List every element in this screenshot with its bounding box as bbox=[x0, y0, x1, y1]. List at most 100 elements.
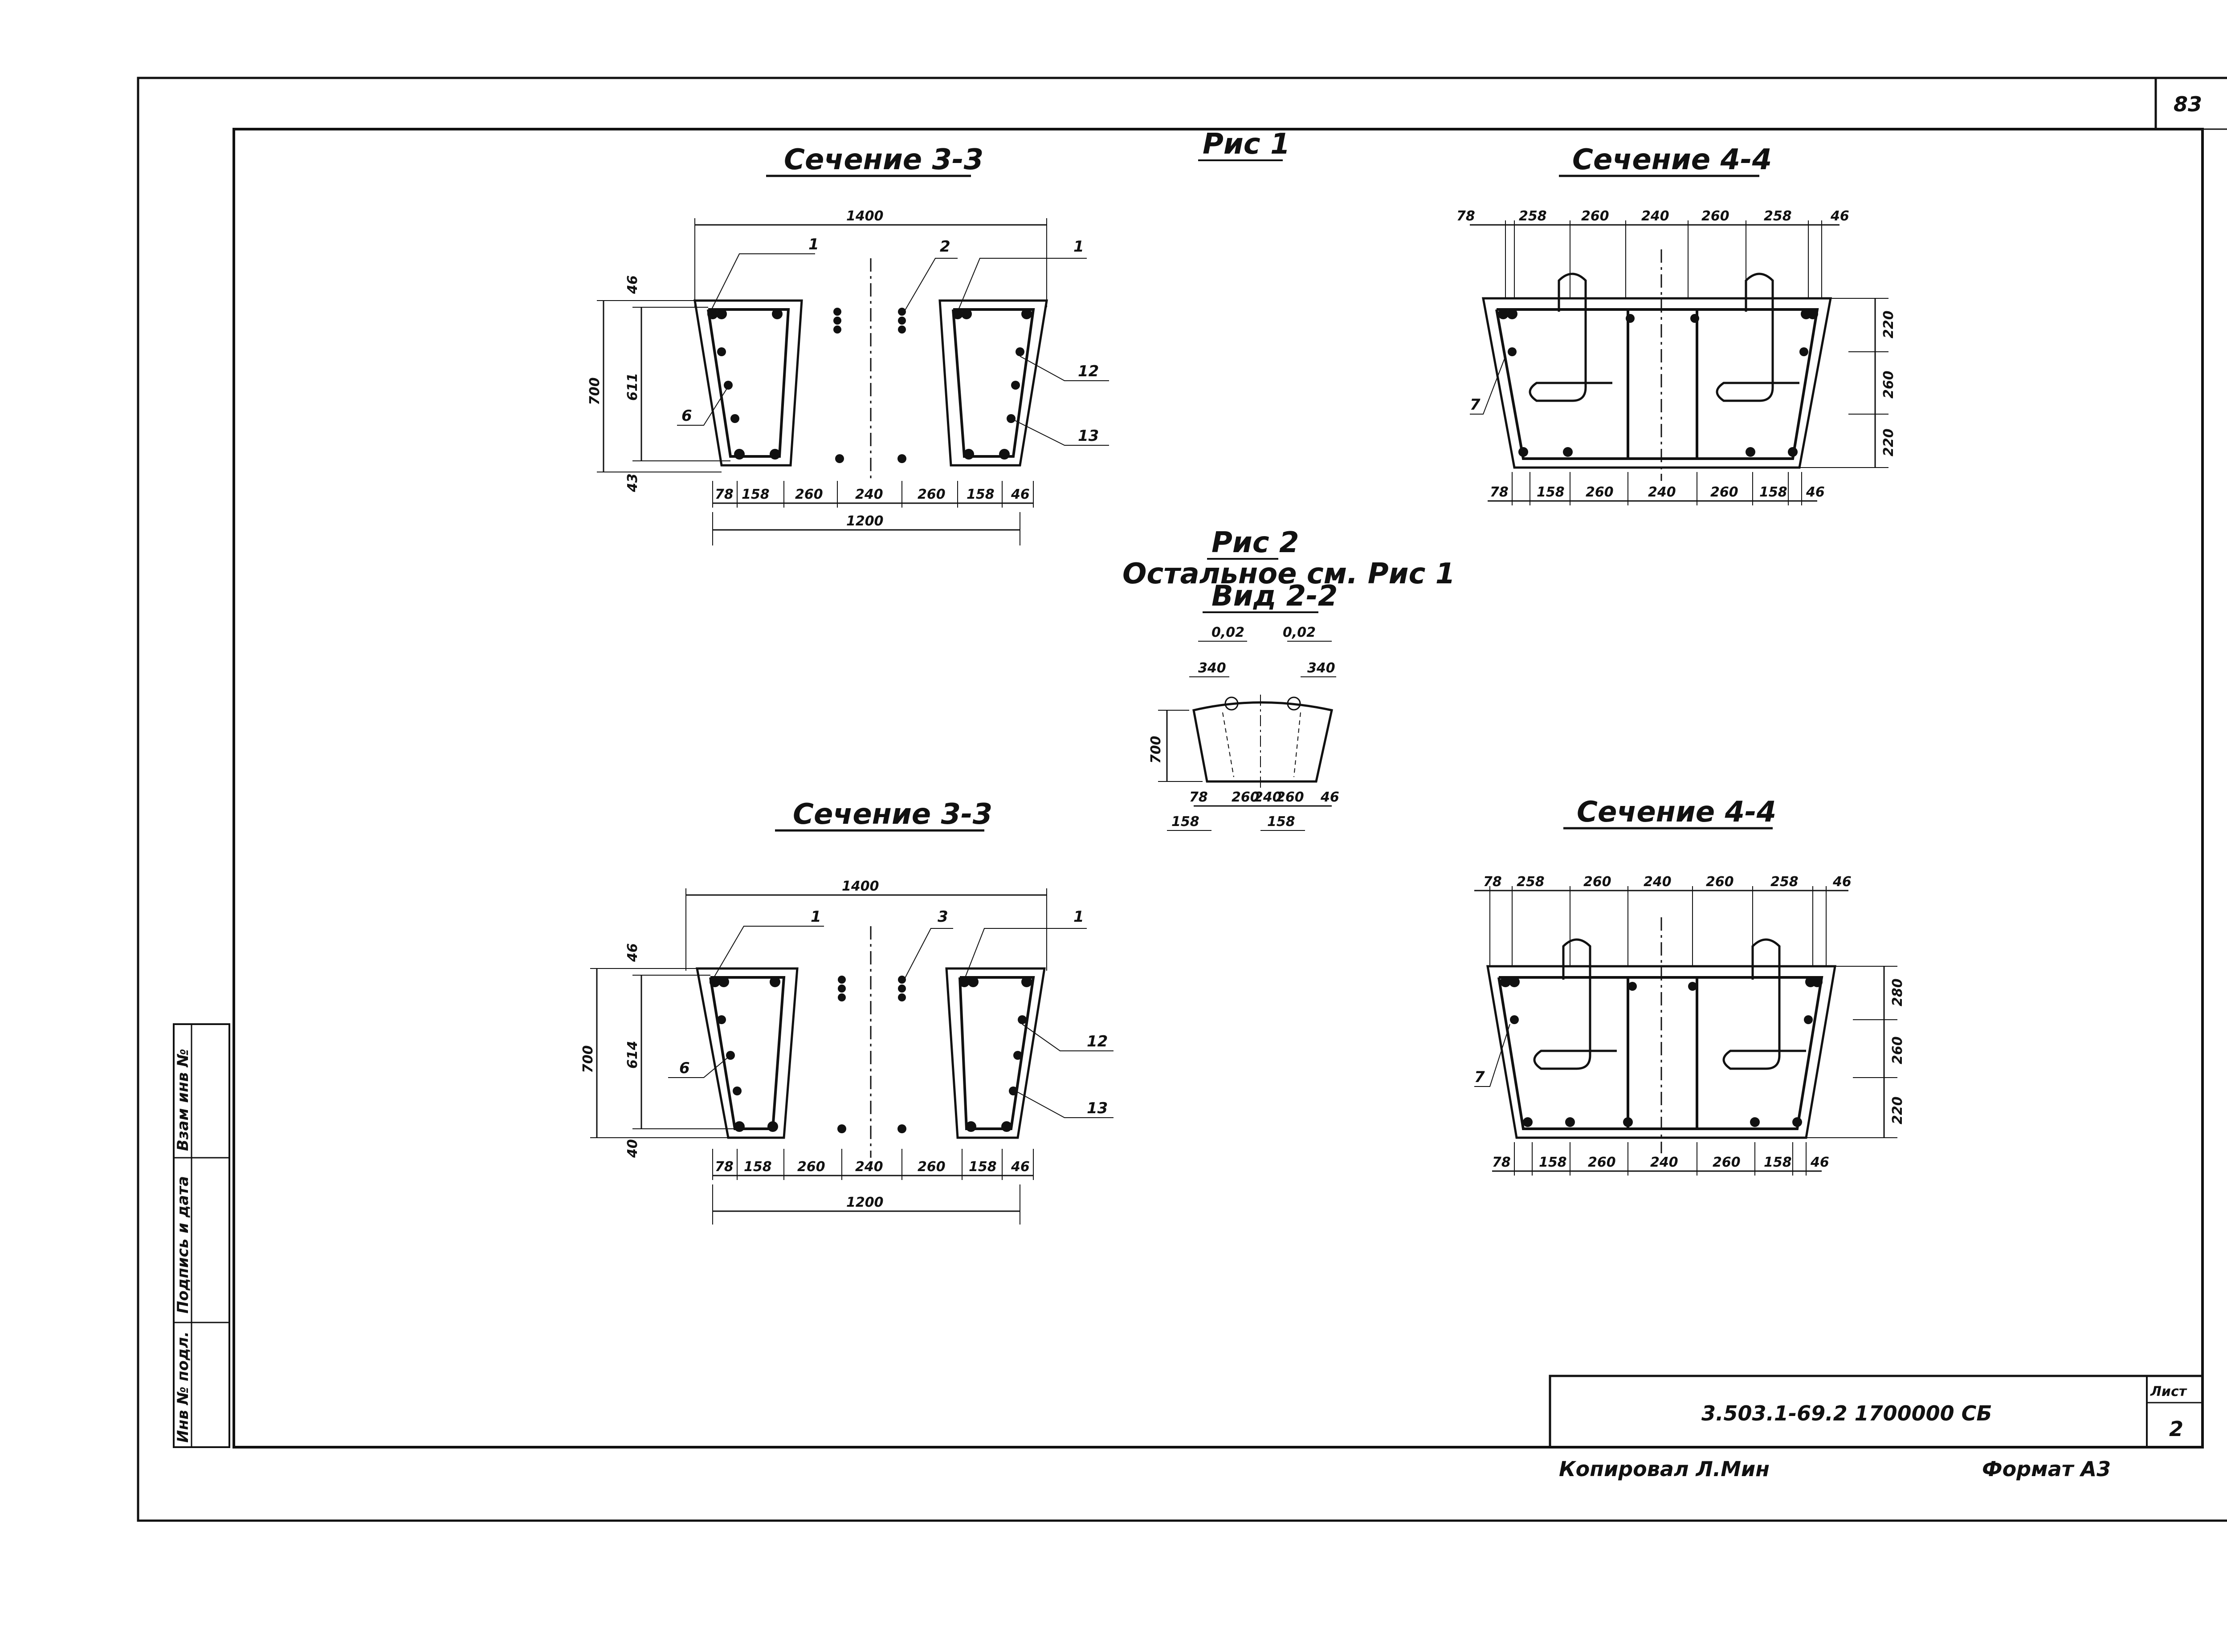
dim-sub1: 158 bbox=[1267, 814, 1295, 830]
dim-t6: 46 bbox=[1832, 874, 1852, 890]
dim-bottom: 1200 bbox=[846, 513, 884, 529]
dim-b5: 158 bbox=[969, 1159, 997, 1175]
rebar-dots bbox=[710, 976, 1032, 1133]
dim-b3: 260 bbox=[1276, 789, 1304, 805]
page-number: 83 bbox=[2174, 92, 2202, 116]
dim-t4: 260 bbox=[1701, 208, 1729, 224]
dim-t1: 258 bbox=[1519, 208, 1547, 224]
dim-b2: 260 bbox=[1586, 484, 1614, 500]
dim-t6: 46 bbox=[1830, 208, 1849, 224]
dim-b2: 260 bbox=[795, 487, 823, 502]
dim-t0: 78 bbox=[1483, 874, 1502, 890]
view-2-2: 0,02 0,02 340 340 700 78 260 240 260 46 … bbox=[1148, 625, 1339, 831]
dim-bottom: 1200 bbox=[846, 1195, 884, 1210]
dim-r0: 220 bbox=[1881, 310, 1897, 338]
section-title: Сечение 4-4 bbox=[1572, 143, 1772, 176]
dim-b3: 240 bbox=[855, 1159, 883, 1175]
dim-t5: 258 bbox=[1770, 874, 1799, 890]
dim-t1: 258 bbox=[1517, 874, 1545, 890]
callout-1-left: 1 bbox=[808, 236, 819, 253]
dim-t2: 260 bbox=[1583, 874, 1611, 890]
title-block: 3.503.1-69.2 1700000 СБ Лист 2 bbox=[1549, 1375, 2204, 1449]
side-stamp: Инв № подл. Подпись и дата Взам инв № bbox=[173, 1023, 230, 1448]
dim-r1: 260 bbox=[1890, 1036, 1905, 1064]
callout-12: 12 bbox=[1078, 362, 1099, 380]
bottom-dim-ticks bbox=[712, 481, 1034, 508]
dim-b6: 46 bbox=[1806, 484, 1825, 500]
document-code: 3.503.1-69.2 1700000 СБ bbox=[1701, 1401, 1992, 1425]
sheet-frame: 83 bbox=[137, 77, 2227, 1522]
dim-r0: 280 bbox=[1890, 978, 1905, 1006]
dim-top-right: 340 bbox=[1307, 660, 1335, 676]
callout-6: 6 bbox=[679, 1059, 690, 1077]
dim-b3: 240 bbox=[1648, 484, 1676, 500]
dim-t5: 258 bbox=[1764, 208, 1792, 224]
dim-sub0: 158 bbox=[1171, 814, 1199, 830]
dim-height: 700 bbox=[587, 377, 603, 405]
dim-r1: 260 bbox=[1881, 370, 1897, 399]
dim-b0: 78 bbox=[1492, 1155, 1511, 1170]
dim-top-offset: 46 bbox=[625, 943, 640, 962]
dim-top: 1400 bbox=[842, 879, 879, 894]
dim-b2: 260 bbox=[1588, 1155, 1616, 1170]
dim-t4: 260 bbox=[1706, 874, 1734, 890]
slope-left: 0,02 bbox=[1211, 625, 1244, 640]
dim-b1: 260 bbox=[1232, 789, 1260, 805]
dim-b5: 158 bbox=[1759, 484, 1787, 500]
dim-height: 700 bbox=[1148, 736, 1164, 764]
dim-b2: 240 bbox=[1254, 789, 1282, 805]
dim-b0: 78 bbox=[715, 1159, 734, 1175]
top-dim-ticks bbox=[1505, 220, 1822, 298]
callout-1-right: 1 bbox=[1073, 238, 1084, 256]
dim-b6: 46 bbox=[1011, 487, 1030, 502]
dim-t2: 260 bbox=[1581, 208, 1609, 224]
callout-7: 7 bbox=[1474, 1068, 1485, 1086]
dim-b2: 260 bbox=[797, 1159, 825, 1175]
dim-b1: 158 bbox=[742, 487, 770, 502]
dim-top-left: 340 bbox=[1198, 660, 1226, 676]
view22-label: Вид 2-2 bbox=[1211, 580, 1338, 613]
rebar-dots bbox=[707, 308, 1032, 463]
callout-13: 13 bbox=[1078, 427, 1099, 445]
dim-b4: 46 bbox=[1320, 789, 1339, 805]
section-3-3-bottom: Сечение 3-3 1400 700 614 46 40 bbox=[580, 798, 1114, 1225]
section-title: Сечение 4-4 bbox=[1577, 796, 1776, 829]
bottom-dim-ticks bbox=[712, 1149, 1034, 1180]
slope-right: 0,02 bbox=[1283, 625, 1316, 640]
section-title: Сечение 3-3 bbox=[784, 143, 983, 176]
dim-b1: 158 bbox=[1537, 484, 1565, 500]
section-4-4-top: Сечение 4-4 78 258 260 240 260 258 46 bbox=[1456, 143, 1897, 505]
dim-inner: 611 bbox=[625, 373, 640, 401]
dim-b1: 158 bbox=[744, 1159, 772, 1175]
sheet-label: Лист bbox=[2150, 1384, 2187, 1400]
side-label-replace: Взам инв № bbox=[174, 1049, 192, 1151]
section-3-3-top: Сечение 3-3 1400 700 611 bbox=[587, 143, 1109, 545]
dim-top-offset: 46 bbox=[625, 275, 640, 294]
dim-height: 700 bbox=[580, 1045, 596, 1073]
section-title: Сечение 3-3 bbox=[793, 798, 992, 831]
fig1-label: Рис 1 bbox=[1203, 128, 1290, 161]
side-label-signature: Подпись и дата bbox=[174, 1176, 192, 1314]
dim-b0: 78 bbox=[715, 487, 734, 502]
dim-b3: 240 bbox=[1650, 1155, 1678, 1170]
dim-t3: 240 bbox=[1644, 874, 1672, 890]
dim-b1: 158 bbox=[1539, 1155, 1567, 1170]
callout-3: 3 bbox=[938, 908, 948, 926]
fig2-note: Остальное см. Рис 1 bbox=[1122, 557, 1455, 590]
dim-b4: 260 bbox=[1713, 1155, 1741, 1170]
sheet-number: 2 bbox=[2169, 1417, 2183, 1441]
fig2-label: Рис 2 bbox=[1211, 526, 1299, 559]
dim-t0: 78 bbox=[1456, 208, 1475, 224]
section-4-4-bottom: Сечение 4-4 78 258 260 240 260 258 46 bbox=[1474, 796, 1905, 1176]
dim-inner: 614 bbox=[625, 1041, 640, 1069]
dim-b6: 46 bbox=[1011, 1159, 1030, 1175]
rebar-dots bbox=[1498, 309, 1818, 457]
callout-7: 7 bbox=[1470, 396, 1481, 414]
callout-6: 6 bbox=[681, 407, 692, 425]
dim-b0: 78 bbox=[1189, 789, 1208, 805]
dim-r2: 220 bbox=[1890, 1096, 1905, 1124]
callout-1-right: 1 bbox=[1073, 908, 1084, 926]
dim-bottom-offset: 43 bbox=[625, 473, 640, 492]
dim-top: 1400 bbox=[846, 208, 884, 224]
